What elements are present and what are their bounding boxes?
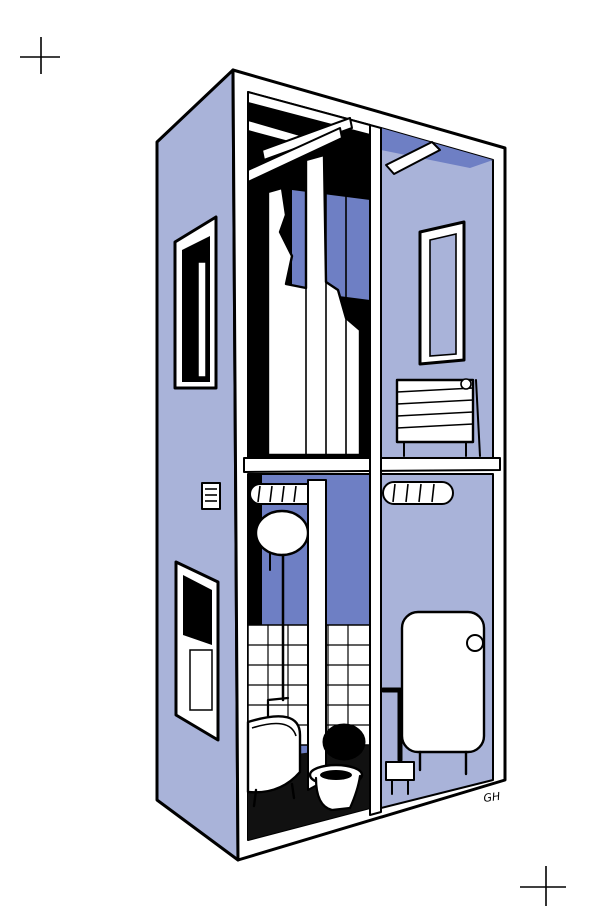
bathtub	[246, 696, 302, 808]
room-upper-right	[380, 127, 494, 459]
hot-water-pipe	[249, 483, 321, 505]
window-side-upper	[173, 215, 218, 390]
registration-mark-bottom-right	[520, 866, 566, 906]
room-lower-right	[380, 473, 494, 809]
registration-mark-top-left	[20, 37, 60, 74]
room-upper-left	[247, 91, 371, 461]
toilet	[308, 723, 366, 812]
water-heater-tank	[400, 610, 486, 776]
artist-signature: GH	[483, 790, 501, 805]
left-side-wall	[155, 68, 240, 862]
window-side-lower	[174, 560, 220, 742]
cistern	[254, 509, 310, 702]
room-lower-left	[246, 473, 371, 841]
ceiling-joists	[247, 91, 371, 183]
broken-plaster-wall	[266, 153, 362, 457]
radiator	[395, 378, 481, 457]
air-vent	[201, 482, 221, 510]
center-divider	[369, 124, 382, 816]
overhead-pipe	[382, 481, 454, 505]
window-upper-right	[418, 220, 466, 366]
